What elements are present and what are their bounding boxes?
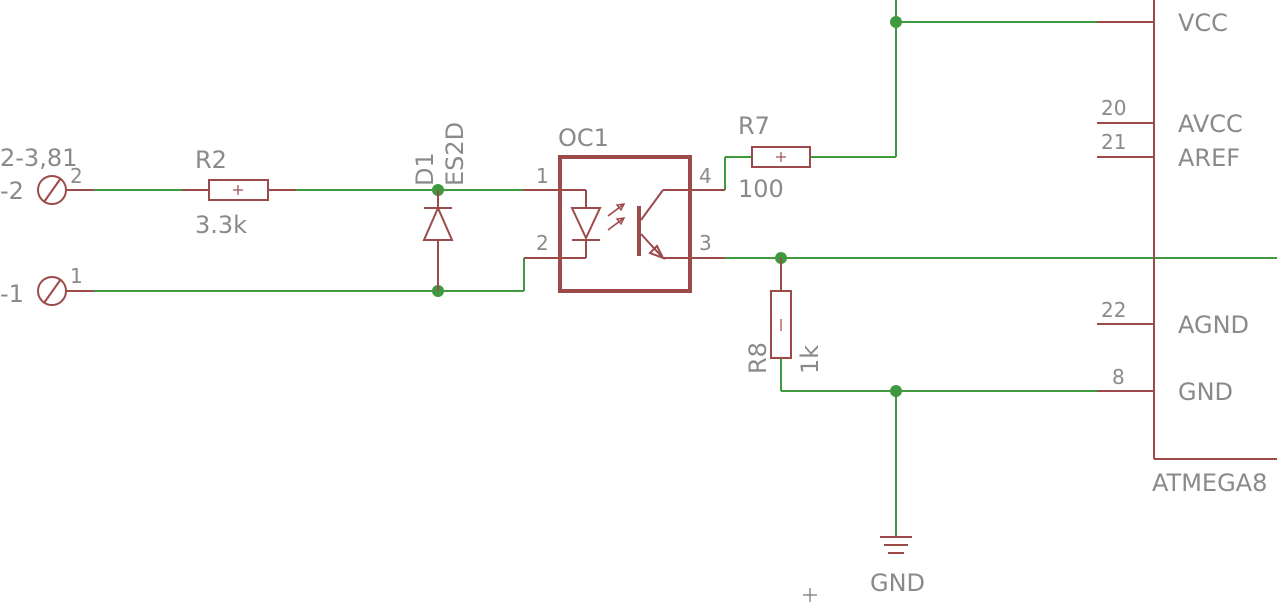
mcu-pin-label: AREF bbox=[1178, 144, 1240, 172]
mcu-pin-label: GND bbox=[1178, 378, 1233, 406]
diode-d1: D1 ES2D bbox=[411, 122, 469, 291]
resistor-r8: R8 1k bbox=[744, 258, 824, 374]
transistor-emitter bbox=[640, 233, 664, 259]
mcu-pin-number: 20 bbox=[1101, 96, 1126, 120]
terminal-slash-icon bbox=[43, 278, 62, 304]
oc1-pin2: 2 bbox=[536, 231, 549, 255]
wires bbox=[68, 0, 1277, 537]
oc1-body bbox=[558, 155, 692, 293]
oc1-pin3: 3 bbox=[699, 231, 712, 255]
connector-pin-top-number: 2 bbox=[70, 164, 83, 188]
d1-value: ES2D bbox=[441, 122, 469, 186]
oc1-pin1: 1 bbox=[536, 164, 549, 188]
resistor-r2: R2 3.3k bbox=[182, 146, 296, 239]
mcu-atmega8: VCC 20 AVCC 21 AREF 22 AGND 8 GND ATMEGA… bbox=[1097, 0, 1277, 497]
crosshair-cursor-icon bbox=[803, 588, 817, 602]
r2-name: R2 bbox=[195, 146, 227, 174]
r8-name: R8 bbox=[744, 342, 772, 374]
led-icon bbox=[570, 207, 602, 241]
r7-body bbox=[751, 146, 811, 168]
connector-name: 2-3,81 bbox=[0, 144, 77, 172]
light-arrow-head bbox=[615, 217, 626, 226]
d1-name: D1 bbox=[411, 152, 439, 186]
oc1-pin4: 4 bbox=[699, 164, 712, 188]
gnd-label: GND bbox=[870, 569, 925, 597]
mcu-pin-label: AVCC bbox=[1178, 110, 1243, 138]
light-arrow-icon bbox=[607, 217, 625, 231]
transistor-collector bbox=[640, 189, 664, 221]
connector-pin-bottom-number: 1 bbox=[70, 264, 83, 288]
junctions bbox=[432, 16, 902, 397]
mcu-pin-number: 22 bbox=[1101, 298, 1126, 322]
resistor-r7: R7 100 bbox=[738, 112, 811, 203]
mcu-pin-number: 8 bbox=[1112, 365, 1125, 389]
terminal-slash-icon bbox=[43, 177, 62, 203]
junction-vcc bbox=[890, 16, 902, 28]
r7-name: R7 bbox=[738, 112, 770, 140]
d1-triangle bbox=[422, 205, 454, 241]
mcu-pin-label: VCC bbox=[1178, 9, 1228, 37]
mcu-pin-number: 21 bbox=[1101, 130, 1126, 154]
optocoupler-oc1: OC1 1 2 4 3 bbox=[523, 124, 725, 293]
r2-value: 3.3k bbox=[195, 211, 247, 239]
r8-value: 1k bbox=[796, 345, 824, 374]
oc1-name: OC1 bbox=[558, 124, 609, 152]
mcu-pin-label: AGND bbox=[1178, 311, 1249, 339]
r7-value: 100 bbox=[738, 175, 784, 203]
emitter-arrow-icon bbox=[648, 244, 666, 260]
light-arrow-head bbox=[615, 203, 626, 212]
connector-pin-top-label: -2 bbox=[0, 177, 24, 205]
gnd-symbol: GND bbox=[870, 536, 925, 597]
connector-pin-bottom-label: -1 bbox=[0, 280, 24, 308]
mcu-name: ATMEGA8 bbox=[1152, 469, 1267, 497]
light-arrow-icon bbox=[607, 203, 625, 217]
r8-body bbox=[770, 290, 792, 359]
connector: 2-3,81 -2 2 -1 1 bbox=[0, 144, 94, 308]
junction-gnd bbox=[890, 385, 902, 397]
